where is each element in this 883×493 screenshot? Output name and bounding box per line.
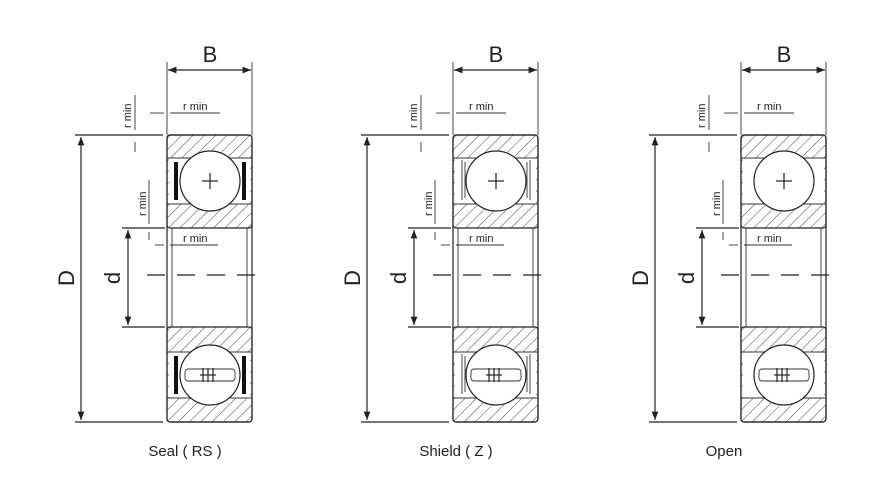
outer-diameter-label-d: D bbox=[340, 270, 365, 286]
r-min-label: r min bbox=[423, 192, 435, 216]
seal-icon bbox=[174, 162, 246, 394]
bearing-caption: Shield ( Z ) bbox=[419, 443, 492, 460]
r-min-label: r min bbox=[696, 104, 708, 128]
width-label-b: B bbox=[489, 42, 504, 67]
r-min-label: r min bbox=[469, 101, 493, 113]
bearing-shield: B r min r min r min r min D d Shield ( Z… bbox=[340, 42, 548, 460]
outer-diameter-label-d: D bbox=[628, 270, 653, 286]
bore-diameter-label-d: d bbox=[386, 272, 411, 284]
bearing-caption: Seal ( RS ) bbox=[148, 443, 221, 460]
bearing-outline bbox=[361, 62, 548, 422]
r-min-label: r min bbox=[122, 104, 134, 128]
shield-icon bbox=[461, 160, 531, 394]
bearing-outline bbox=[649, 62, 836, 422]
r-min-label: r min bbox=[757, 233, 781, 245]
bearing-caption: Open bbox=[706, 443, 743, 460]
r-min-label: r min bbox=[469, 233, 493, 245]
width-label-b: B bbox=[203, 42, 218, 67]
width-label-b: B bbox=[777, 42, 792, 67]
r-min-label: r min bbox=[137, 192, 149, 216]
bearing-seal: B r min r min r min r min D d Seal ( RS … bbox=[54, 42, 262, 460]
bore-diameter-label-d: d bbox=[100, 272, 125, 284]
outer-diameter-label-d: D bbox=[54, 270, 79, 286]
bore-diameter-label-d: d bbox=[674, 272, 699, 284]
r-min-label: r min bbox=[757, 101, 781, 113]
r-min-label: r min bbox=[183, 233, 207, 245]
r-min-label: r min bbox=[408, 104, 420, 128]
bearing-open: B r min r min r min r min D d Open bbox=[628, 42, 836, 460]
r-min-label: r min bbox=[711, 192, 723, 216]
bearing-outline bbox=[75, 62, 262, 422]
r-min-label: r min bbox=[183, 101, 207, 113]
